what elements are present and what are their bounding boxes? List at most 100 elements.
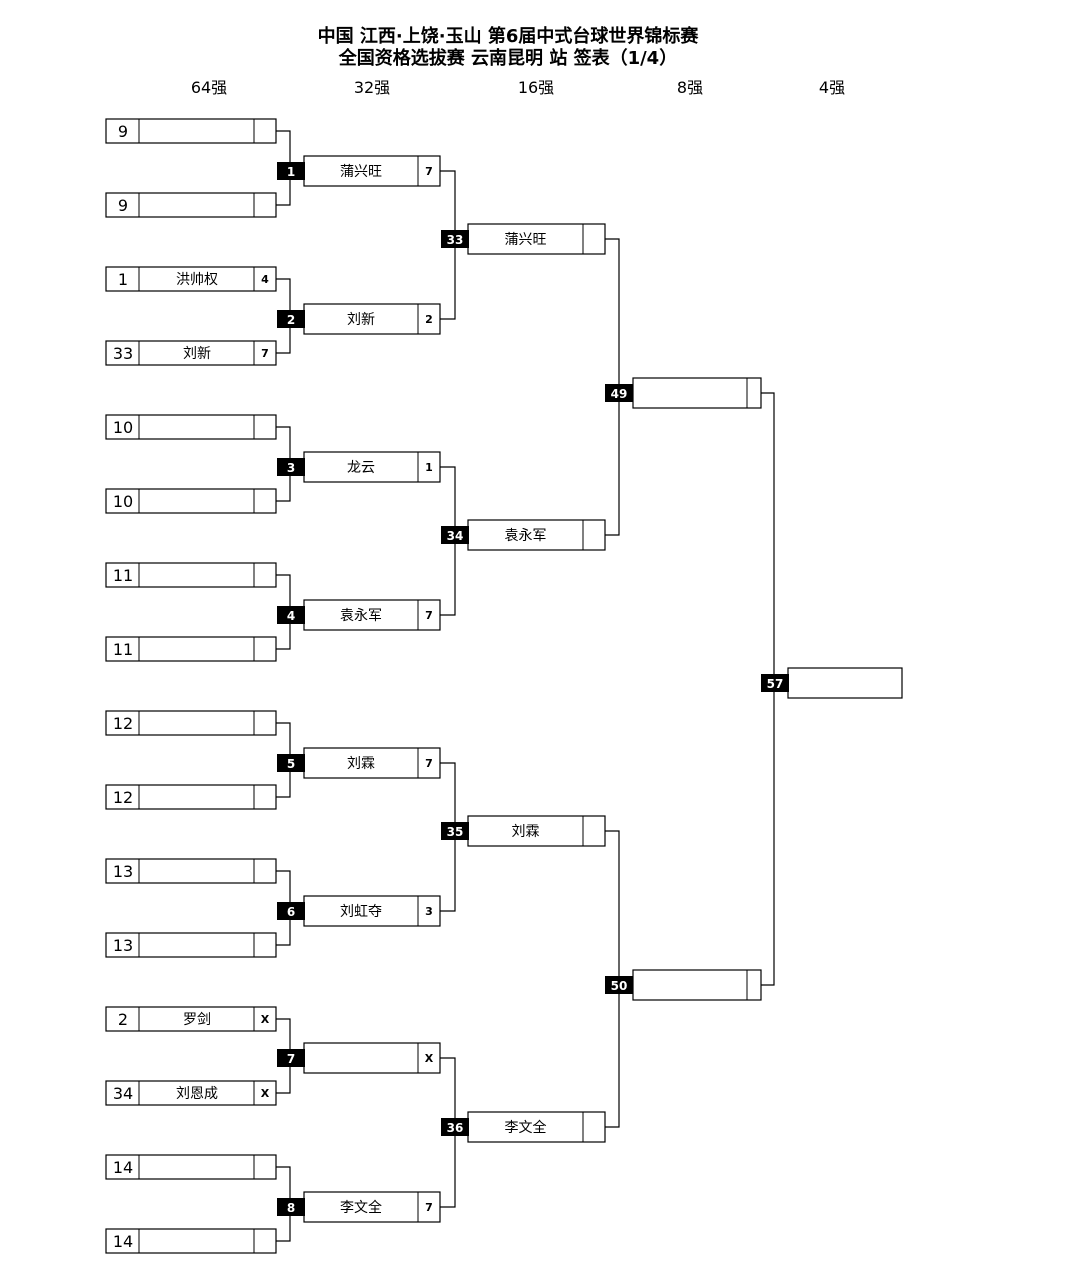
match-number-tag: [605, 976, 633, 994]
match-number-tag: [441, 1118, 469, 1136]
match-number: 2: [287, 313, 295, 327]
match-number: 34: [447, 529, 464, 543]
entry-box: [105, 636, 277, 662]
entry-player-name: 刘恩成: [176, 1086, 218, 1102]
entry-seed: 2: [118, 1010, 128, 1029]
entry-seed: 12: [113, 714, 133, 733]
round-label-8: 8强: [676, 78, 704, 97]
entry-seed: 10: [113, 492, 133, 511]
entry-box: [105, 118, 277, 144]
entry-seed: 13: [113, 862, 133, 881]
r32-match-score: 3: [425, 905, 433, 918]
entry-box: [105, 1228, 277, 1254]
match-number: 3: [287, 461, 295, 475]
match-number: 35: [447, 825, 464, 839]
r32-match-score: 2: [425, 313, 433, 326]
r32-match-player-name: 蒲兴旺: [340, 164, 382, 180]
entry-box: [105, 340, 277, 366]
match-number-tag: [761, 674, 789, 692]
entry-seed: 14: [113, 1158, 133, 1177]
match-number: 5: [287, 757, 295, 771]
round-label-4: 4强: [818, 78, 846, 97]
r32-match-score: 7: [425, 1201, 433, 1214]
round-label-32: 32强: [353, 78, 391, 97]
entry-score: 7: [261, 347, 269, 360]
r32-match-score: 7: [425, 609, 433, 622]
r32-match-score: 7: [425, 757, 433, 770]
r32-match-box: [303, 599, 441, 631]
match-number-tag: [441, 230, 469, 248]
match-number-tag: [277, 754, 305, 772]
r32-match-player-name: 李文全: [340, 1199, 382, 1216]
match-number: 8: [287, 1201, 295, 1215]
entry-seed: 9: [118, 196, 128, 215]
entry-box: [105, 710, 277, 736]
match-number: 36: [447, 1121, 464, 1135]
match-number: 6: [287, 905, 295, 919]
r4-match-box: [787, 667, 903, 699]
entry-seed: 11: [113, 566, 133, 585]
entry-seed: 33: [113, 344, 133, 363]
entry-seed: 10: [113, 418, 133, 437]
r32-match-box: [303, 303, 441, 335]
entry-seed: 14: [113, 1232, 133, 1251]
round-label-16: 16强: [517, 78, 555, 97]
entry-box: [105, 1154, 277, 1180]
match-number: 1: [287, 165, 295, 179]
match-number: 50: [611, 979, 628, 993]
bracket-subtitle: 全国资格选拔赛 云南昆明 站 签表（1/4）: [338, 48, 678, 69]
entry-box: [105, 414, 277, 440]
match-number: 7: [287, 1052, 295, 1066]
r32-match-box: [303, 747, 441, 779]
entry-box: [105, 858, 277, 884]
entry-seed: 11: [113, 640, 133, 659]
match-number: 49: [611, 387, 628, 401]
entry-box: [105, 488, 277, 514]
bracket-title: 中国 江西·上饶·玉山 第6届中式台球世界锦标赛: [317, 26, 699, 47]
r32-match-score: 1: [425, 461, 433, 474]
r8-match-box: [632, 969, 762, 1001]
match-number: 4: [287, 609, 295, 623]
entry-box: [105, 192, 277, 218]
r32-match-score: 7: [425, 165, 433, 178]
r32-match-player-name: 刘新: [347, 312, 375, 328]
entry-seed: 1: [118, 270, 128, 289]
entry-box: [105, 784, 277, 810]
entry-player-name: 刘新: [183, 346, 211, 362]
match-number: 57: [767, 677, 784, 691]
match-number-tag: [277, 162, 305, 180]
match-number-tag: [277, 1198, 305, 1216]
entry-box: [105, 266, 277, 292]
r16-match-player-name: 袁永军: [505, 528, 547, 544]
entry-box: [105, 932, 277, 958]
match-number-tag: [277, 902, 305, 920]
r32-match-player-name: 龙云: [347, 460, 375, 476]
match-number: 33: [447, 233, 464, 247]
entry-seed: 34: [113, 1084, 133, 1103]
entry-box: [105, 562, 277, 588]
entry-player-name: 洪帅权: [176, 272, 218, 288]
round-label-64: 64强: [190, 78, 228, 97]
match-number-tag: [277, 606, 305, 624]
r32-match-player-name: 刘霖: [347, 756, 375, 772]
r32-match-player-name: 刘虹夺: [340, 904, 382, 920]
match-number-tag: [605, 384, 633, 402]
r32-match-player-name: 袁永军: [340, 608, 382, 624]
r32-match-box: [303, 1042, 441, 1074]
match-number-tag: [441, 526, 469, 544]
match-number-tag: [277, 310, 305, 328]
entry-player-name: 罗剑: [183, 1012, 211, 1028]
r32-match-box: [303, 451, 441, 483]
r16-match-player-name: 蒲兴旺: [505, 232, 547, 248]
r32-match-score: X: [425, 1052, 434, 1065]
r8-match-box: [632, 377, 762, 409]
entry-seed: 13: [113, 936, 133, 955]
r16-match-player-name: 李文全: [505, 1119, 547, 1136]
match-number-tag: [277, 1049, 305, 1067]
entry-seed: 12: [113, 788, 133, 807]
match-number-tag: [441, 822, 469, 840]
entry-score: X: [261, 1087, 270, 1100]
entry-score: 4: [261, 273, 269, 286]
match-number-tag: [277, 458, 305, 476]
